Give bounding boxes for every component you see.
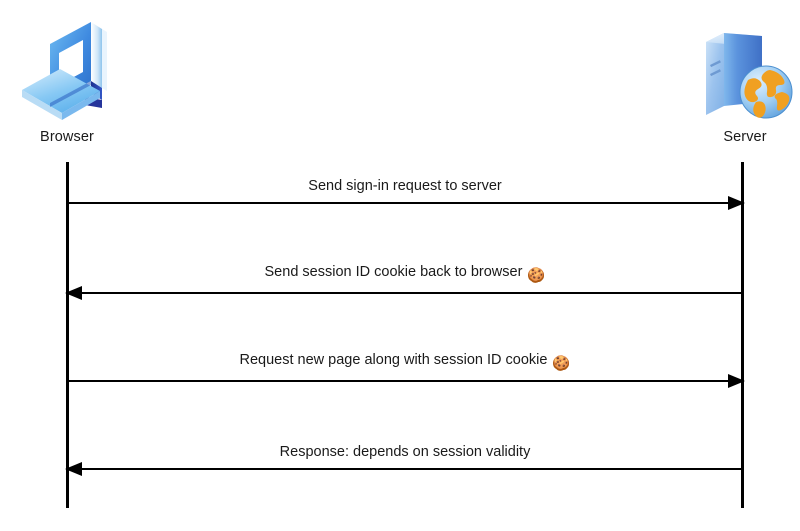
message-line-3: [66, 380, 744, 382]
server-globe-icon: [690, 18, 800, 126]
arrowhead-left-icon-2: [65, 286, 82, 300]
arrowhead-right-icon-1: [728, 196, 745, 210]
message-text-1: Send sign-in request to server: [308, 178, 502, 194]
message-text-3: Request new page along with session ID c…: [239, 352, 548, 368]
actor-server: Server: [665, 18, 800, 146]
message-text-2: Send session ID cookie back to browser: [264, 264, 523, 280]
message-label-1: Send sign-in request to server: [66, 176, 744, 196]
laptop-icon: [12, 18, 122, 126]
message-line-1: [66, 202, 744, 204]
message-label-4: Response: depends on session validity: [66, 442, 744, 462]
message-line-4: [66, 468, 744, 470]
arrowhead-left-icon-4: [65, 462, 82, 476]
actor-browser: Browser: [0, 18, 147, 146]
message-label-3: Request new page along with session ID c…: [66, 350, 744, 374]
message-line-2: [66, 292, 744, 294]
lifeline-browser: [66, 162, 69, 508]
cookie-icon-3: 🍪: [552, 356, 571, 372]
message-label-2: Send session ID cookie back to browser🍪: [66, 262, 744, 286]
cookie-icon-2: 🍪: [527, 268, 546, 284]
actor-label-browser: Browser: [40, 129, 94, 145]
arrowhead-right-icon-3: [728, 374, 745, 388]
actor-label-server: Server: [723, 129, 767, 145]
lifeline-server: [741, 162, 744, 508]
message-text-4: Response: depends on session validity: [279, 444, 531, 460]
